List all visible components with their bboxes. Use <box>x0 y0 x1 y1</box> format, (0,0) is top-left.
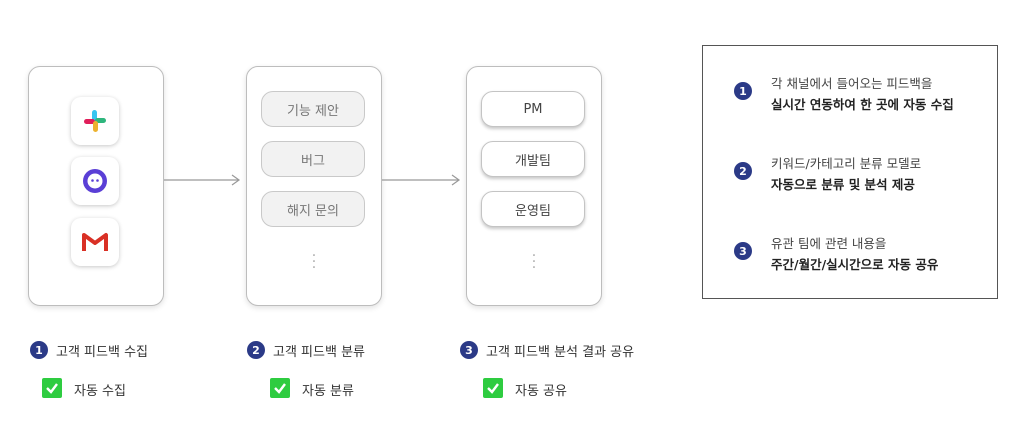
category-pill: 버그 <box>261 141 365 177</box>
check-icon <box>270 378 290 398</box>
step-label: 고객 피드백 수집 <box>56 345 148 360</box>
more-dots-icon: ··· <box>531 248 537 276</box>
gmail-icon <box>71 218 119 266</box>
step-number-badge: 2 <box>247 341 265 359</box>
check-label: 자동 공유 <box>515 384 567 399</box>
classification-card: 기능 제안 버그 해지 문의 ··· <box>246 66 382 306</box>
category-pill: 기능 제안 <box>261 91 365 127</box>
channel-sources-card <box>28 66 164 306</box>
check-label: 자동 수집 <box>74 384 126 399</box>
info-highlight: 자동으로 분류 및 분석 제공 <box>771 177 915 192</box>
arrow-right-icon <box>164 174 241 186</box>
info-number-badge: 3 <box>734 242 752 260</box>
step-number-badge: 1 <box>30 341 48 359</box>
team-sharing-card: PM 개발팀 운영팀 ··· <box>466 66 602 306</box>
info-number-badge: 2 <box>734 162 752 180</box>
more-dots-icon: ··· <box>311 248 317 276</box>
info-highlight: 주간/월간/실시간으로 자동 공유 <box>771 257 939 272</box>
team-pill: PM <box>481 91 585 127</box>
info-description: 각 채널에서 들어오는 피드백을 <box>771 76 933 91</box>
info-highlight: 실시간 연동하여 한 곳에 자동 수집 <box>771 97 954 112</box>
team-pill: 개발팀 <box>481 141 585 177</box>
info-description: 유관 팀에 관련 내용을 <box>771 236 887 251</box>
check-label: 자동 분류 <box>302 384 354 399</box>
slack-icon <box>71 97 119 145</box>
info-number-badge: 1 <box>734 82 752 100</box>
info-description: 키워드/카테고리 분류 모델로 <box>771 156 922 171</box>
step-number-badge: 3 <box>460 341 478 359</box>
feature-description-box: 1 각 채널에서 들어오는 피드백을 실시간 연동하여 한 곳에 자동 수집 2… <box>702 45 998 299</box>
channel-talk-icon <box>71 157 119 205</box>
step-label: 고객 피드백 분류 <box>273 345 365 360</box>
check-icon <box>483 378 503 398</box>
category-pill: 해지 문의 <box>261 191 365 227</box>
arrow-right-icon <box>382 174 461 186</box>
step-label: 고객 피드백 분석 결과 공유 <box>486 345 635 360</box>
team-pill: 운영팀 <box>481 191 585 227</box>
check-icon <box>42 378 62 398</box>
